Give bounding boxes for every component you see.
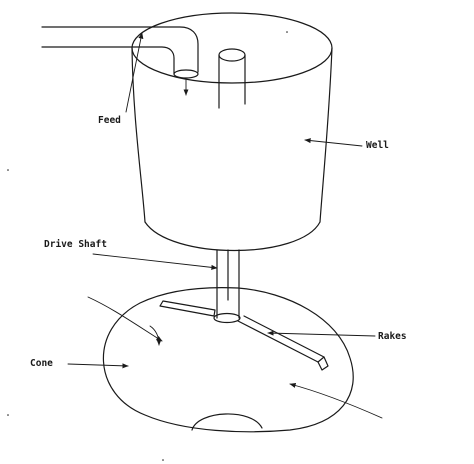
label-rakes: Rakes bbox=[378, 331, 407, 342]
scan-speck bbox=[162, 459, 164, 461]
label-cone: Cone bbox=[30, 358, 53, 369]
cone-shape bbox=[102, 287, 354, 433]
leader-lines bbox=[67, 32, 376, 369]
flow-arrows bbox=[87, 296, 383, 419]
inner-shaft-top bbox=[218, 48, 246, 109]
well-cylinder bbox=[131, 12, 333, 251]
rakes-assembly bbox=[159, 300, 329, 371]
feed-pipe bbox=[41, 26, 199, 96]
label-feed: Feed bbox=[98, 115, 121, 126]
scan-speck bbox=[7, 169, 9, 171]
scan-speck bbox=[7, 414, 9, 416]
label-well: Well bbox=[366, 140, 389, 151]
label-drive-shaft: Drive Shaft bbox=[44, 239, 107, 250]
scan-speck bbox=[286, 31, 288, 33]
drive-shaft bbox=[216, 249, 240, 319]
